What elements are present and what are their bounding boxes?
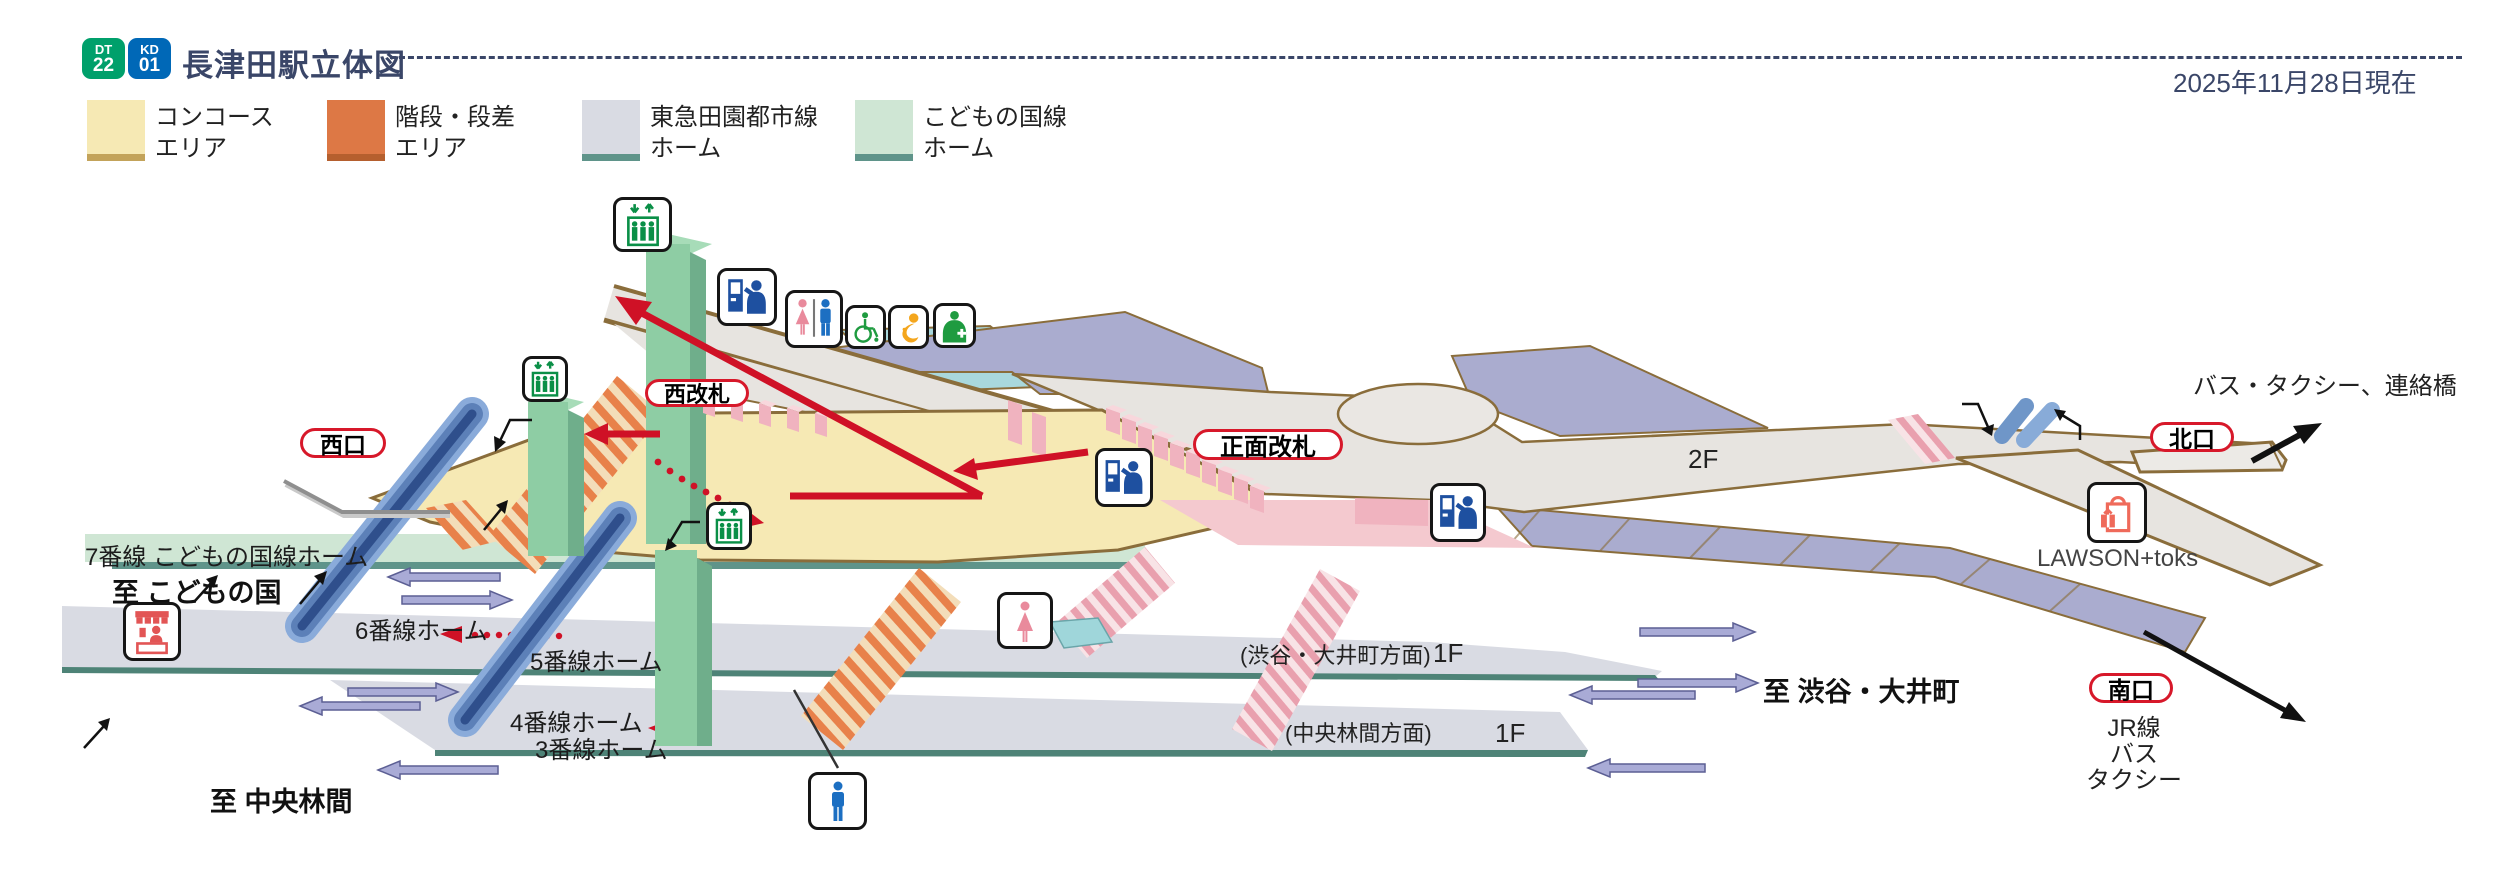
train-direction-arrows bbox=[298, 566, 1760, 781]
floor-1f-upper: 1F bbox=[1433, 638, 1464, 668]
floor-1f-lower: 1F bbox=[1495, 718, 1526, 748]
restroom-icon bbox=[785, 290, 843, 348]
date-label: 2025年11月28日現在 bbox=[2173, 68, 2417, 98]
platform5-label: 5番線ホーム bbox=[530, 649, 663, 676]
shop-label: LAWSON+toks bbox=[2037, 545, 2199, 572]
wheelchair-icon bbox=[845, 305, 886, 349]
stair-arrows bbox=[83, 402, 2082, 749]
nursing-room-icon bbox=[933, 303, 976, 348]
ticket-machine-icon bbox=[1095, 448, 1153, 507]
elevator-icon bbox=[522, 356, 568, 402]
legend-swatch-dentoshi bbox=[582, 100, 640, 161]
header-divider bbox=[390, 56, 2462, 59]
track-roof-band bbox=[1493, 504, 2207, 654]
line-badge-dt: DT 22 bbox=[82, 38, 125, 79]
womens-toilet-icon bbox=[997, 592, 1053, 649]
shibuya-track-label: (渋谷・大井町方面) bbox=[1240, 643, 1431, 668]
west-gate-label: 西改札 bbox=[645, 379, 749, 407]
legend-swatch-kodomo bbox=[855, 100, 913, 161]
legend-label-dentoshi: 東急田園都市線ホーム bbox=[650, 104, 818, 163]
to-chuorinkan-label: 至 中央林間 bbox=[210, 787, 353, 817]
stairs-center bbox=[801, 568, 961, 750]
south-taxi-label: タクシー bbox=[2086, 767, 2182, 794]
escalator-west bbox=[285, 397, 489, 643]
south-bus-label: バス bbox=[2110, 741, 2158, 768]
escalator-north bbox=[1994, 398, 2060, 448]
platform4-label: 4番線ホーム bbox=[510, 710, 643, 737]
page-title: 長津田駅立体図 bbox=[182, 48, 406, 83]
kiosk-icon bbox=[123, 602, 181, 661]
main-gate-label: 正面改札 bbox=[1193, 429, 1343, 461]
chuorinkan-track-label: (中央林間方面) bbox=[1285, 721, 1432, 746]
stairs-main-gate-2 bbox=[1232, 569, 1360, 751]
legend-swatch-concourse bbox=[87, 100, 145, 161]
legend-label-kodomo: こどもの国線ホーム bbox=[923, 104, 1067, 163]
main-gate-machines bbox=[1106, 405, 1271, 513]
ticket-machine-icon bbox=[1430, 483, 1486, 542]
platform3-label: 3番線ホーム bbox=[535, 737, 668, 764]
baby-icon bbox=[888, 305, 929, 349]
floor-2f: 2F bbox=[1688, 444, 1719, 474]
platform7-label: 7番線 こどもの国線ホーム bbox=[85, 544, 369, 571]
line-badge-kd: KD 01 bbox=[128, 38, 171, 79]
platform6-label: 6番線ホーム bbox=[355, 618, 488, 645]
south-exit-label: 南口 bbox=[2089, 673, 2173, 703]
legend-swatch-stairs bbox=[327, 100, 385, 161]
legend-label-stairs: 階段・段差エリア bbox=[395, 104, 515, 163]
shop-bag-icon bbox=[2087, 482, 2147, 543]
stairs-north bbox=[1888, 414, 1955, 464]
elevator-icon bbox=[613, 197, 672, 252]
north-exit-label: 北口 bbox=[2150, 422, 2234, 452]
mens-toilet-icon bbox=[808, 772, 867, 830]
legend-label-concourse: コンコースエリア bbox=[155, 104, 274, 163]
elevator-icon bbox=[706, 502, 752, 550]
exit-arrows bbox=[2142, 423, 2322, 722]
transfer-route bbox=[600, 308, 1089, 500]
west-exit-label: 西口 bbox=[300, 428, 386, 458]
ticket-machine-icon bbox=[717, 268, 777, 326]
south-jr-label: JR線 bbox=[2107, 715, 2161, 742]
escalator-center bbox=[448, 501, 637, 737]
north-access-note: バス・タクシー、連絡橋 bbox=[2193, 373, 2457, 400]
to-shibuya-label: 至 渋谷・大井町 bbox=[1763, 677, 1960, 707]
